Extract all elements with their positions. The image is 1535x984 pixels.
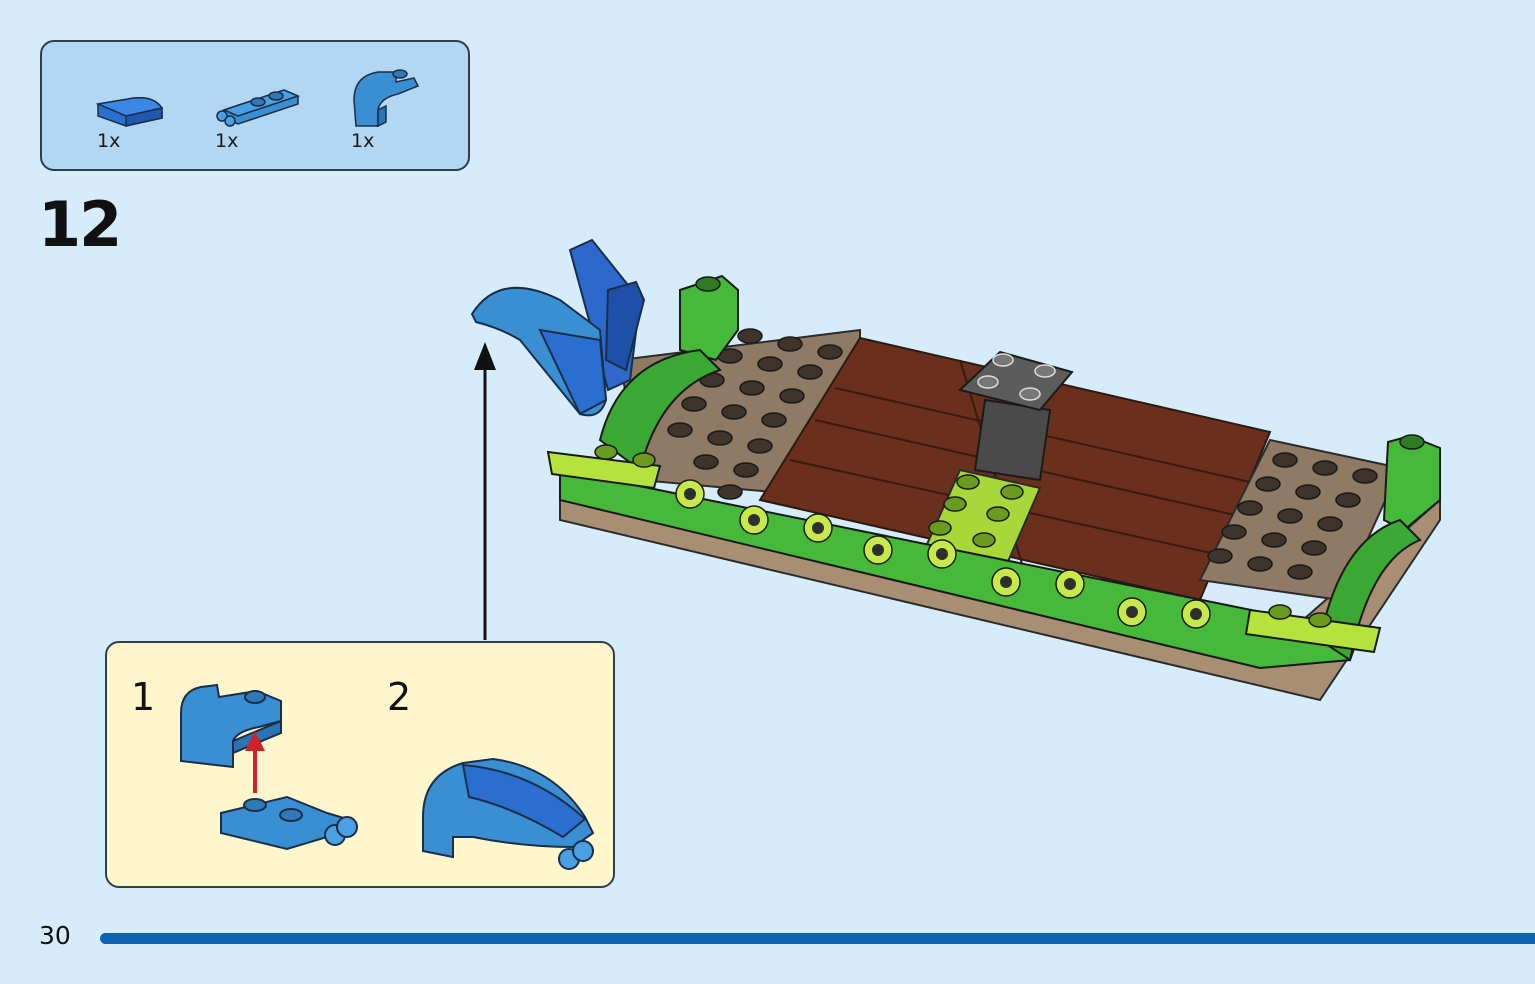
parts-list-box: 1x 1x 1x (40, 40, 470, 171)
blue-curved-slope-icon (96, 94, 166, 130)
part-qty: 1x (97, 130, 121, 152)
substep-1-illustration (180, 683, 358, 851)
step-number: 12 (38, 188, 122, 261)
substep-number: 2 (387, 675, 412, 719)
substep-number: 1 (131, 675, 156, 719)
page-number: 30 (39, 921, 71, 950)
part-qty: 1x (215, 130, 239, 152)
subassembly-callout: 1 2 (105, 641, 615, 888)
part-qty: 1x (351, 130, 375, 152)
blue-plate-with-clips-icon (214, 80, 304, 130)
blue-curved-bracket-icon (348, 64, 420, 130)
substep-2-illustration (422, 757, 595, 870)
progress-bar (100, 933, 1535, 944)
